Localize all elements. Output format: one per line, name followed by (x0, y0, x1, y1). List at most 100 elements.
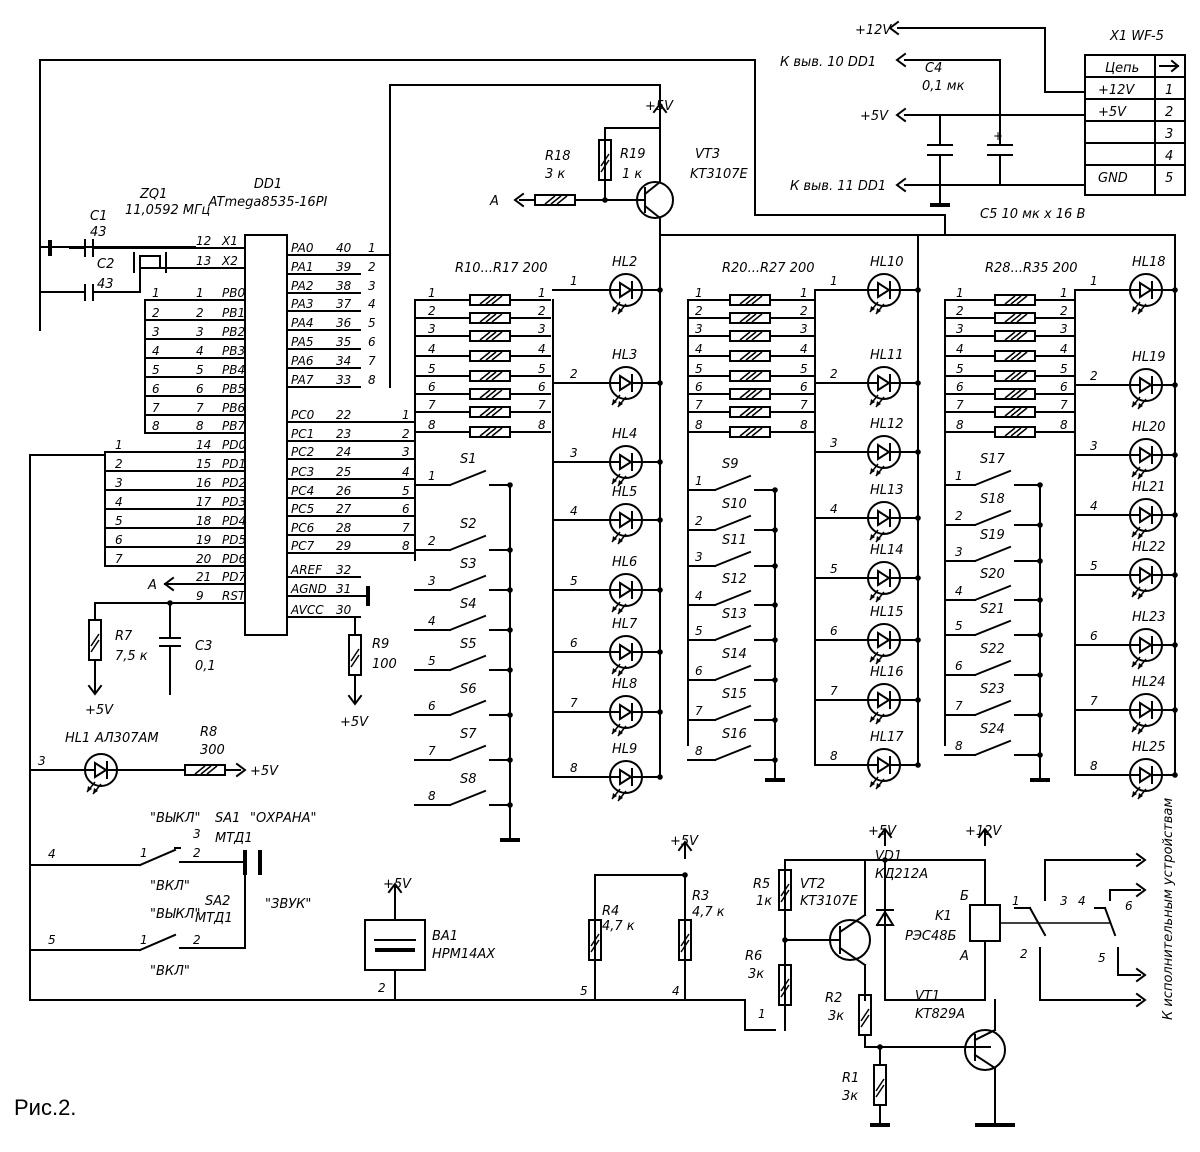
mcu-pin-num: 15 (196, 457, 211, 471)
led-label-hl16: HL16 (870, 665, 904, 680)
pa-line-num: 3 (368, 279, 376, 293)
zq1-val: 11,0592 МГц (125, 203, 210, 218)
ba1-pin2: 2 (378, 981, 386, 995)
mcu-pin-pd2: PD2 (222, 476, 246, 490)
mcu-pin-pa2: PA2 (291, 279, 313, 293)
mcu-pin-num: 22 (336, 408, 351, 422)
pd-line-num: 7 (115, 552, 123, 566)
r-line-num: 8 (1060, 418, 1068, 432)
mcu-pin-pa5: PA5 (291, 335, 313, 349)
c4-ref: C4 (925, 61, 942, 76)
led-line-num: 8 (1090, 759, 1098, 773)
vt3-ref: VT3 (695, 147, 720, 162)
r-line-num: 7 (800, 398, 808, 412)
resistor-array-3 (994, 370, 1036, 382)
mcu-pin-num: 38 (336, 279, 352, 293)
r-line-num: 4 (538, 342, 546, 356)
led-line-num: 1 (570, 274, 578, 288)
crystal-zq1 (139, 255, 161, 269)
mcu-pin-avcc: AVCC (290, 603, 324, 617)
mcu-pin-pd0: PD0 (222, 438, 246, 452)
r-line-num: 6 (695, 380, 703, 394)
r-line-num: 8 (428, 418, 436, 432)
sa1-mode: "ОХРАНА" (250, 811, 317, 826)
r18-ref: R18 (545, 149, 571, 164)
sa2-pin1: 1 (140, 933, 148, 947)
k1-rail: +12V (965, 824, 1002, 839)
zq1-ref: ZQ1 (139, 187, 167, 202)
led-hl7 (609, 635, 643, 677)
led-hl14 (867, 561, 901, 603)
sa1-val: МТД1 (215, 831, 253, 846)
led-line-num: 1 (1090, 274, 1098, 288)
r-line-num: 1 (695, 286, 703, 300)
r-line-num: 1 (956, 286, 964, 300)
r-line-num: 3 (956, 322, 964, 336)
r-line-num: 1 (1060, 286, 1068, 300)
relay-pin6: 6 (1125, 899, 1133, 913)
resistor-array-1 (469, 312, 511, 324)
r-line-num: 5 (695, 362, 703, 376)
r-line-num: 7 (428, 398, 436, 412)
led-hl25 (1129, 758, 1163, 800)
pa-line-num: 8 (368, 373, 376, 387)
led-hl6 (609, 573, 643, 615)
sw-line-num: 6 (428, 699, 436, 713)
r-line-num: 1 (428, 286, 436, 300)
sw-line-num: 3 (695, 550, 703, 564)
r-line-num: 6 (1060, 380, 1068, 394)
switch-s8: S8 (460, 772, 477, 787)
switch-s22: S22 (980, 642, 1005, 657)
switch-s5: S5 (460, 637, 477, 652)
resistor-array-3 (994, 406, 1036, 418)
sa2-ref: SA2 (205, 894, 230, 909)
led-label-hl3: HL3 (612, 348, 637, 363)
switch-s17: S17 (980, 452, 1006, 467)
resistor-r18 (534, 194, 576, 206)
mcu-pin-pd4: PD4 (222, 514, 246, 528)
mcu-pin-x2: X2 (221, 254, 238, 268)
vt2-ref: VT2 (800, 877, 825, 892)
led-hl15 (867, 623, 901, 665)
resistor-array-2 (729, 388, 771, 400)
mcu-pin-num: 3 (196, 325, 204, 339)
mcu-pin-num: 14 (196, 438, 211, 452)
pc-line-num: 1 (402, 408, 410, 422)
r4-val: 4,7 к (602, 919, 635, 934)
pb-line-num: 7 (152, 401, 160, 415)
r-line-num: 6 (428, 380, 436, 394)
pb-line-num: 4 (152, 344, 160, 358)
x1-row-name: GND (1098, 171, 1128, 186)
pd-line-num: 2 (115, 457, 123, 471)
r5-ref: R5 (753, 877, 770, 892)
r1-val: 3к (842, 1089, 858, 1104)
mcu-body (244, 234, 288, 636)
mcu-pin-num: 4 (196, 344, 204, 358)
sw-line-num: 4 (428, 614, 436, 628)
led-hl5 (609, 503, 643, 545)
sa2-on: "ВКЛ" (150, 964, 190, 979)
mcu-pin-pd6: PD6 (222, 552, 246, 566)
sw-line-num: 5 (695, 624, 703, 638)
pb-line-num: 6 (152, 382, 160, 396)
r7-ref: R7 (115, 629, 133, 644)
mcu-pin-num: 36 (336, 316, 352, 330)
mcu-pin-pd7: PD7 (222, 570, 246, 584)
x1-row-num: 3 (1165, 127, 1173, 142)
vt1-val: KT829A (915, 1007, 965, 1022)
led-line-num: 8 (570, 761, 578, 775)
led-line-num: 2 (1090, 369, 1098, 383)
led-hl21 (1129, 498, 1163, 540)
led-line-num: 3 (1090, 439, 1098, 453)
led-hl9 (609, 760, 643, 802)
to-dd1-11: К выв. 11 DD1 (790, 179, 886, 194)
pd-line-num: 4 (115, 495, 123, 509)
relay-pin5: 5 (1098, 951, 1106, 965)
sw-line-num: 4 (955, 584, 963, 598)
sa1-pin2: 2 (193, 846, 201, 860)
r5-val: 1к (756, 894, 772, 909)
led-hl4 (609, 445, 643, 487)
sw-line-num: 8 (695, 744, 703, 758)
r8-rail: +5V (250, 764, 279, 779)
led-hl17 (867, 748, 901, 790)
